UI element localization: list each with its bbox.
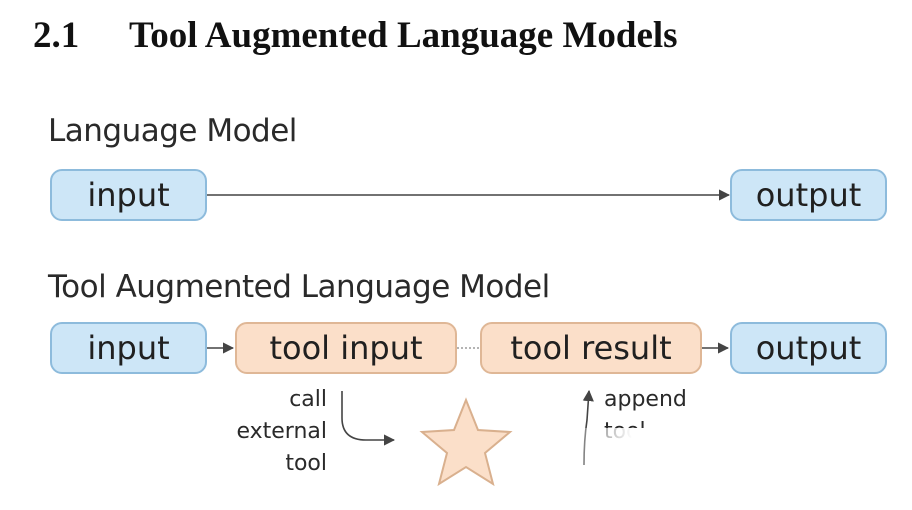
star-icon (419, 397, 513, 487)
lm-input-box: input (50, 169, 207, 221)
tool-result-box: tool result (480, 322, 702, 374)
lm-output-box: output (730, 169, 887, 221)
talm-output-box: output (730, 322, 887, 374)
call-external-tool-note: call external tool (236, 384, 327, 480)
fade-overlay (560, 428, 680, 510)
tool-model-label: Tool Augmented Language Model (48, 269, 550, 305)
section-heading: 2.1 Tool Augmented Language Models (33, 14, 678, 57)
section-number: 2.1 (33, 15, 80, 56)
call-tool-arrow (341, 391, 396, 446)
call-note-line: tool (285, 451, 327, 476)
talm-input-box: input (50, 322, 207, 374)
call-note-line: call (289, 387, 327, 412)
call-note-line: external (236, 419, 327, 444)
tool-input-box: tool input (235, 322, 457, 374)
language-model-label: Language Model (48, 113, 297, 149)
append-note-line: append (604, 387, 687, 412)
section-title: Tool Augmented Language Models (129, 15, 678, 56)
